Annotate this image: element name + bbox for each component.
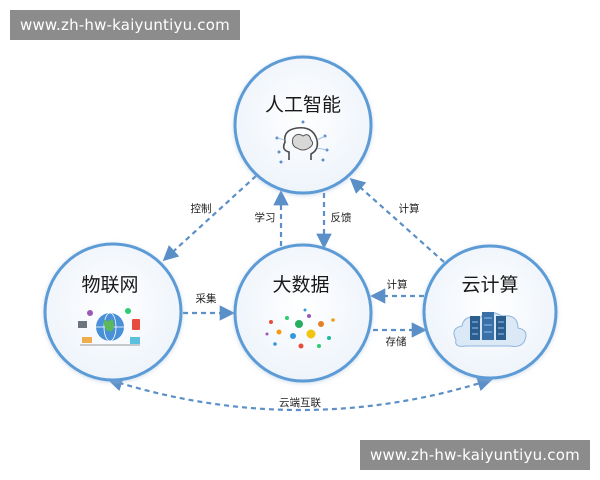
node-bigdata: 大数据 xyxy=(233,243,373,383)
arrows xyxy=(107,175,493,412)
data-dots-icon xyxy=(265,308,335,349)
node-ai: 人工智能 xyxy=(233,55,373,195)
arrow-iot-cloud xyxy=(107,376,493,412)
globe-devices-icon xyxy=(78,308,140,346)
label-cloud-to-bigdata: 计算 xyxy=(387,278,408,291)
node-iot: 物联网 xyxy=(43,242,183,382)
watermark-bottom: www.zh-hw-kaiyuntiyu.com xyxy=(360,440,590,470)
label-bigdata-to-cloud: 存储 xyxy=(386,335,407,348)
label-bigdata-to-ai: 学习 xyxy=(255,211,276,224)
label-iot-to-bigdata: 采集 xyxy=(196,292,217,305)
node-cloud-title: 云计算 xyxy=(461,274,518,296)
arrow-cloud-to-ai xyxy=(349,177,445,263)
node-bigdata-title: 大数据 xyxy=(272,274,329,296)
brain-head-icon xyxy=(275,120,329,164)
label-cloud-to-ai: 计算 xyxy=(399,202,420,215)
edge-labels: 控制 学习 反馈 计算 采集 计算 存储 云端互联 xyxy=(191,202,420,409)
label-ai-to-bigdata: 反馈 xyxy=(331,211,352,224)
label-ai-to-iot: 控制 xyxy=(191,202,212,215)
node-iot-title: 物联网 xyxy=(81,274,138,296)
node-cloud: 云计算 xyxy=(422,244,558,380)
node-ai-title: 人工智能 xyxy=(265,94,341,116)
label-iot-cloud: 云端互联 xyxy=(279,396,321,409)
arrow-ai-to-iot xyxy=(162,175,257,262)
cloud-servers-icon xyxy=(453,312,527,347)
watermark-top: www.zh-hw-kaiyuntiyu.com xyxy=(10,10,240,40)
